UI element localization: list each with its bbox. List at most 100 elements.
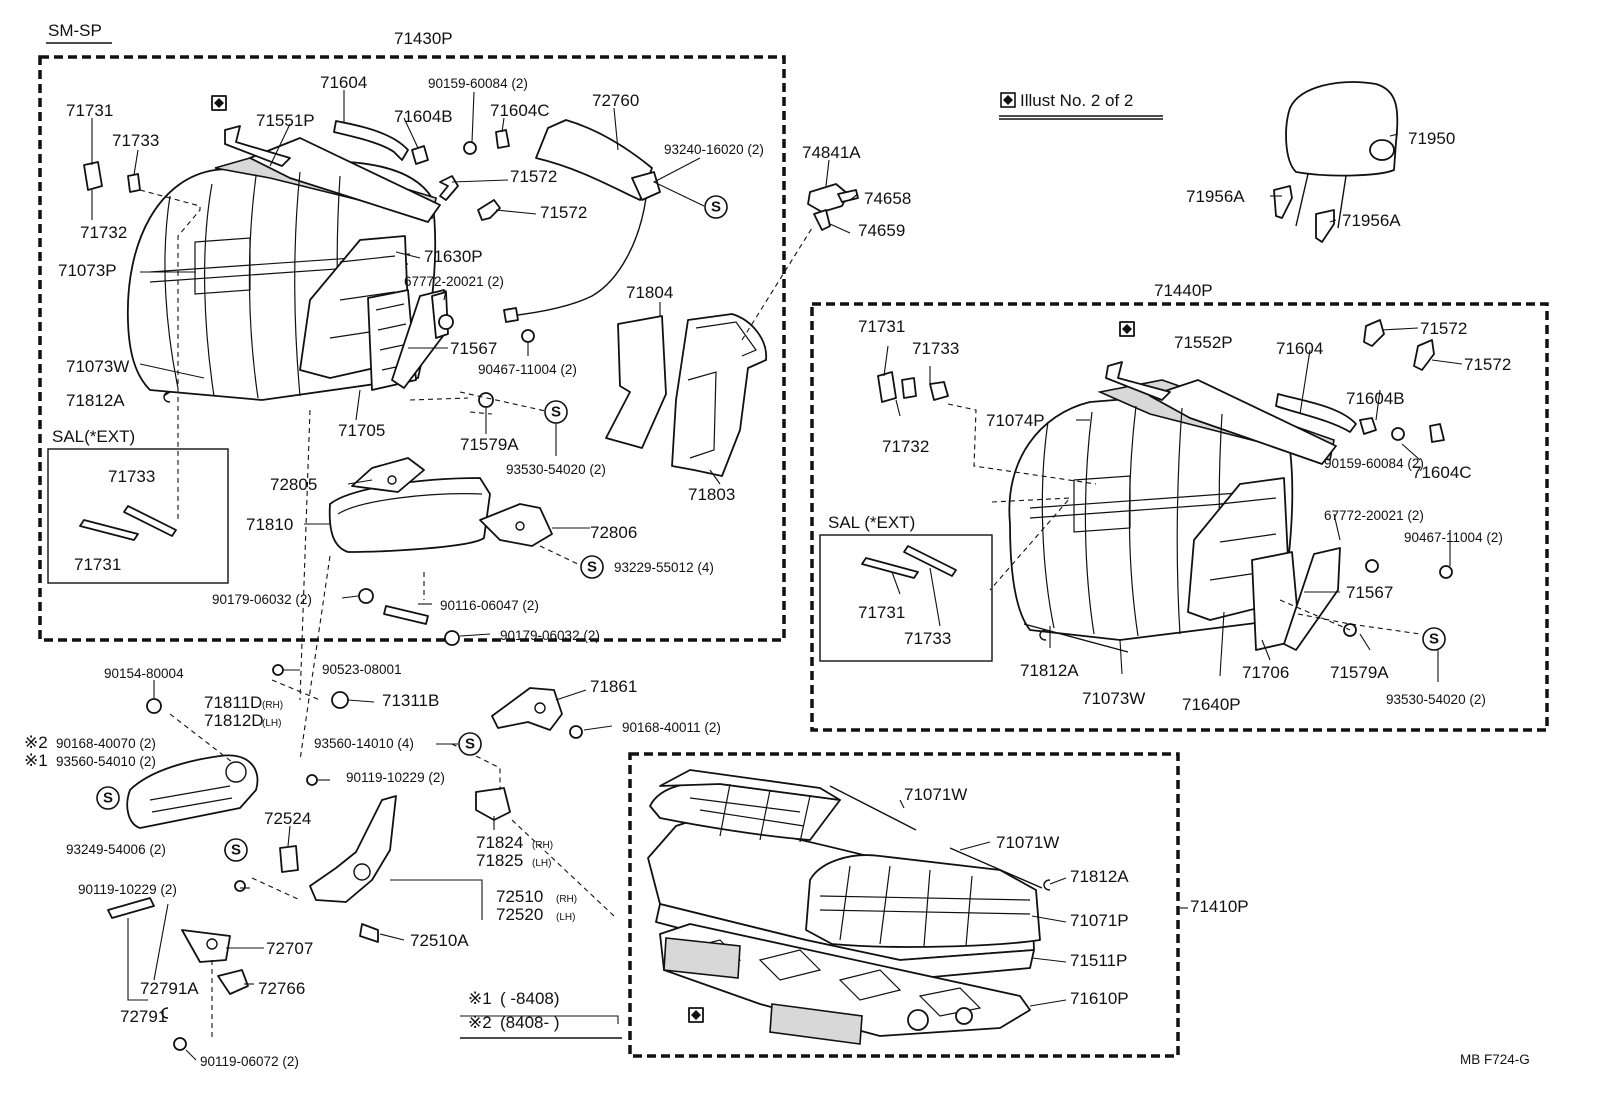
part-label: 71705 xyxy=(338,421,385,440)
part-label: 67772-20021 (2) xyxy=(404,274,504,289)
part-label: 71551P xyxy=(256,111,315,130)
svg-text:S: S xyxy=(1429,631,1439,648)
part-label: 71812A xyxy=(1020,661,1079,680)
part-label: 90119-06072 (2) xyxy=(200,1054,299,1069)
group-71430P-box xyxy=(38,55,786,642)
side-mark: (RH) xyxy=(262,700,283,711)
part-label: 90119-10229 (2) xyxy=(346,770,445,785)
part-label: 72806 xyxy=(590,523,637,542)
part-label: 71950 xyxy=(1408,129,1455,148)
s-symbol-icon: S xyxy=(458,732,482,756)
part-label: 67772-20021 (2) xyxy=(1324,508,1424,523)
part-label: 71572 xyxy=(1464,355,1511,374)
part-label: 71812A xyxy=(1070,867,1129,886)
part-label: 71956A xyxy=(1342,211,1401,230)
part-label: 72760 xyxy=(592,91,639,110)
part-label: 72805 xyxy=(270,475,317,494)
clip-icons xyxy=(161,391,1051,1019)
part-label: 71071W xyxy=(904,785,967,804)
part-label: 71803 xyxy=(688,485,735,504)
group-label: 71410P xyxy=(1190,897,1249,916)
svg-text:S: S xyxy=(103,790,113,807)
part-label: 71604 xyxy=(1276,339,1323,358)
group-label: 71430P xyxy=(394,29,453,48)
part-label: 71567 xyxy=(1346,583,1393,602)
sal-ext-label: SAL (*EXT) xyxy=(828,513,915,532)
side-mark: (LH) xyxy=(556,912,575,923)
part-label: 71073W xyxy=(66,357,129,376)
svg-text:S: S xyxy=(231,842,241,859)
part-label: 71604C xyxy=(1412,463,1472,482)
svg-text:S: S xyxy=(551,404,561,421)
note-1-range: ( -8408) xyxy=(500,989,560,1008)
svg-text:S: S xyxy=(587,559,597,576)
diagram-code: MB F724-G xyxy=(1460,1052,1530,1067)
part-label: 93530-54020 (2) xyxy=(1386,692,1486,707)
s-symbol-icon: S xyxy=(1422,627,1446,651)
note-2-mark: ※2 xyxy=(468,1013,492,1032)
part-label: 71861 xyxy=(590,677,637,696)
s-symbol-icon: S xyxy=(580,555,604,579)
part-label: 71572 xyxy=(1420,319,1467,338)
part-label: 71732 xyxy=(882,437,929,456)
svg-text:S: S xyxy=(465,736,475,753)
part-label: 72510A xyxy=(410,931,469,950)
part-label: 71073W xyxy=(1082,689,1145,708)
part-label: 72766 xyxy=(258,979,305,998)
part-label: 71071P xyxy=(1070,911,1129,930)
armrest-71810-drawing xyxy=(328,457,553,553)
part-label: 90523-08001 xyxy=(322,662,402,677)
part-label: 71630P xyxy=(424,247,483,266)
leader-lines xyxy=(91,90,1463,1061)
part-label: 71074P xyxy=(986,411,1045,430)
part-label: 71610P xyxy=(1070,989,1129,1008)
part-label: 72520 xyxy=(496,905,543,924)
part-label: 71956A xyxy=(1186,187,1245,206)
part-label: 71572 xyxy=(510,167,557,186)
part-label: 71604B xyxy=(394,107,453,126)
part-label: 71731 xyxy=(858,603,905,622)
side-mark: (LH) xyxy=(262,718,281,729)
part-label: 71572 xyxy=(540,203,587,222)
fastener-74841A-drawing xyxy=(807,183,859,231)
part-label: 74658 xyxy=(864,189,911,208)
headrest-71950-drawing xyxy=(1273,81,1399,243)
part-label: 71579A xyxy=(460,435,519,454)
part-label: 71810 xyxy=(246,515,293,534)
part-label: 71733 xyxy=(912,339,959,358)
svg-text:S: S xyxy=(711,199,721,216)
part-label: 71567 xyxy=(450,339,497,358)
note-mark: ※1 xyxy=(24,751,48,770)
part-label: 71604 xyxy=(320,73,367,92)
part-label: 71825 xyxy=(476,851,523,870)
part-label: 71804 xyxy=(626,283,673,302)
group-71440P-box xyxy=(810,302,1549,732)
seat-cushion-drawing xyxy=(647,769,1043,1045)
sal-ext-label: SAL(*EXT) xyxy=(52,427,135,446)
note-2-range: (8408- ) xyxy=(500,1013,560,1032)
reference-lines xyxy=(139,189,1421,1040)
part-label: 71604B xyxy=(1346,389,1405,408)
part-label: 90116-06047 (2) xyxy=(440,598,539,613)
illust-mark-icon xyxy=(1000,92,1016,108)
cover-72760-drawing xyxy=(503,119,661,323)
part-label: 90467-11004 (2) xyxy=(478,362,577,377)
model-code: SM-SP xyxy=(48,21,102,40)
recliner-cover-71811D-drawing xyxy=(126,754,259,829)
part-label: 71812A xyxy=(66,391,125,410)
part-label: 93249-54006 (2) xyxy=(66,842,166,857)
fasteners-left-drawing xyxy=(79,161,535,714)
part-label: 72707 xyxy=(266,939,313,958)
part-label: 71311B xyxy=(382,691,439,710)
part-label: 90154-80004 xyxy=(104,666,184,681)
part-label: 90159-60084 (2) xyxy=(428,76,528,91)
illust-note: Illust No. 2 of 2 xyxy=(999,91,1163,120)
part-label: 71733 xyxy=(904,629,951,648)
part-label: 71604C xyxy=(490,101,550,120)
group-71410P-box xyxy=(628,752,1180,1058)
part-label: 93560-54010 (2) xyxy=(56,754,156,769)
s-symbol-icon: S xyxy=(544,400,568,424)
part-label: 71731 xyxy=(74,555,121,574)
part-label: 93560-14010 (4) xyxy=(314,736,414,751)
